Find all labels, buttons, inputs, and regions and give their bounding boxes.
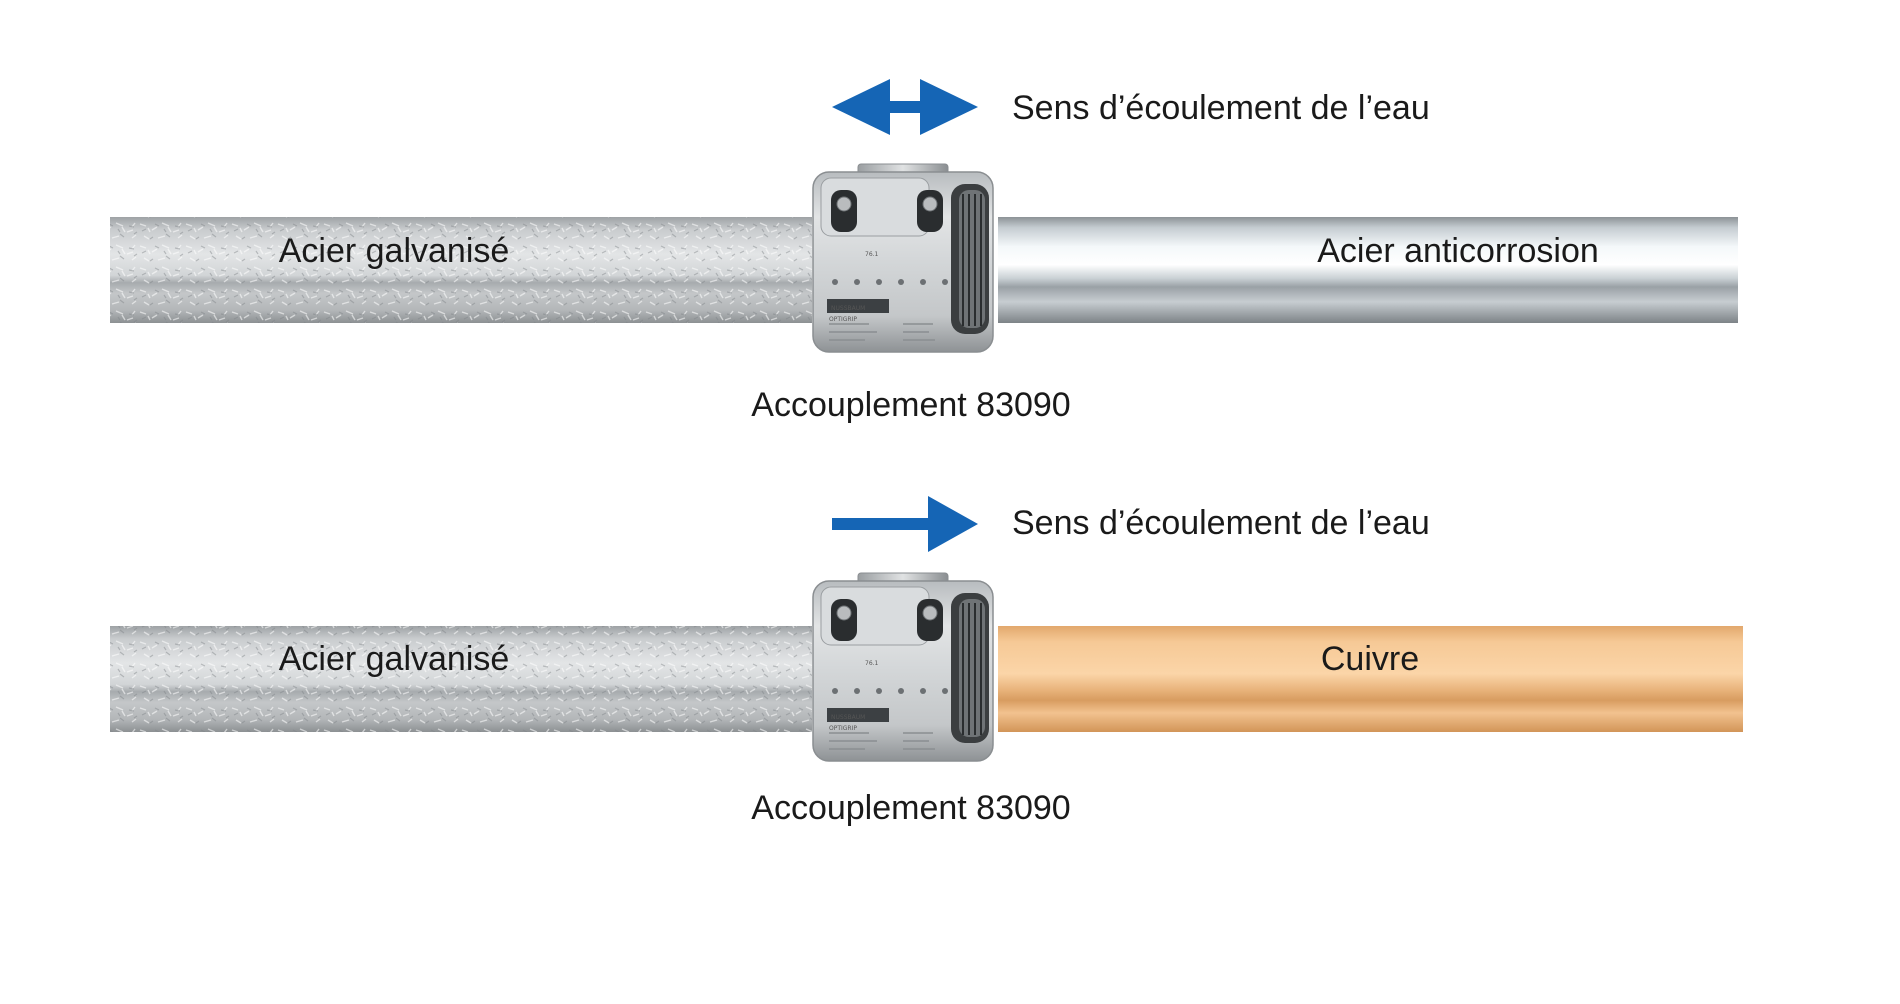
flow-direction-label: Sens d’écoulement de l’eau: [1012, 504, 1430, 542]
left-pipe-label: Acier galvanisé: [279, 232, 510, 270]
coupling-model-text: 76.1: [865, 660, 879, 667]
right-pipe-label: Cuivre: [1321, 640, 1419, 678]
coupling-brand-text: NUSSBAUM: [831, 305, 865, 312]
diagram-2: Sens d’écoulement de l’eau Acier galvani…: [110, 496, 1743, 827]
coupling-brand-text: NUSSBAUM: [831, 714, 865, 721]
left-pipe-galvanized: [110, 217, 812, 323]
double-arrow-icon: [832, 79, 978, 135]
left-pipe-label: Acier galvanisé: [279, 640, 510, 678]
arrow-right-icon: [832, 496, 978, 552]
coupling-type-text: OPTIGRIP: [829, 316, 857, 323]
coupling-type-text: OPTIGRIP: [829, 725, 857, 732]
coupling-label: Accouplement 83090: [751, 789, 1070, 827]
right-pipe-label: Acier anticorrosion: [1317, 232, 1599, 270]
right-pipe-stainless: [998, 217, 1738, 323]
right-pipe-copper: [998, 626, 1743, 732]
flow-direction-label: Sens d’écoulement de l’eau: [1012, 89, 1430, 127]
diagram-1: Sens d’écoulement de l’eau Acier galvani…: [110, 79, 1738, 424]
coupling-label: Accouplement 83090: [751, 386, 1070, 424]
coupling-image: NUSSBAUM 76.1 OPTIGRIP: [812, 572, 994, 762]
left-pipe-galvanized: [110, 626, 812, 732]
coupling-image: NUSSBAUM 76.1 OPTIGRIP: [812, 163, 994, 353]
coupling-model-text: 76.1: [865, 251, 879, 258]
